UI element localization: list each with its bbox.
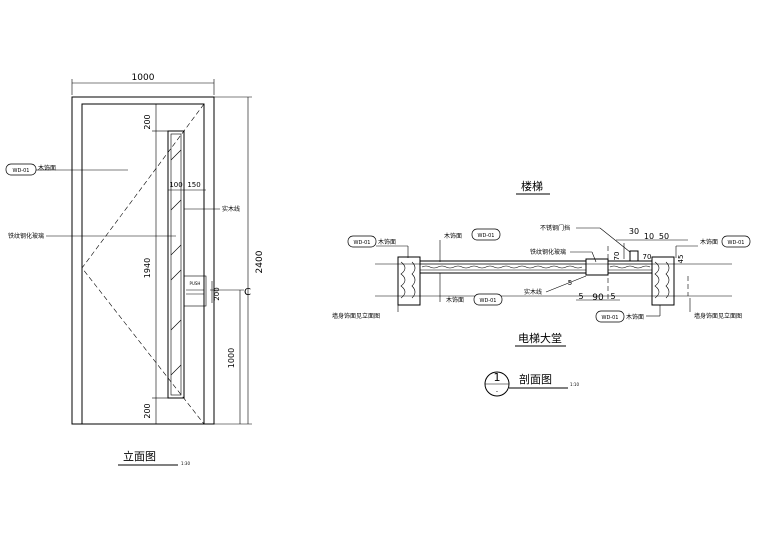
push-text: PUSH (190, 281, 201, 286)
dim-5b: 5 (578, 292, 583, 301)
dim-height: 2400 (255, 250, 265, 273)
dim-5c: 5 (610, 292, 615, 301)
door-leaf (81, 103, 205, 425)
label-wall-right: 墙身饰面见立面图 (694, 312, 742, 320)
glass-strip (167, 130, 185, 399)
section-title: 剖面图 (519, 372, 552, 386)
swing-indicator (81, 103, 205, 425)
tag-wd01-under: WD-01 (473, 293, 503, 306)
detail-bubble: 1 - (484, 371, 510, 397)
dim-70a: 70 (613, 252, 621, 261)
handle-mark: C (244, 287, 251, 298)
dim-w150: 150 (187, 181, 200, 189)
tag-wd01-elev: WD-01 (5, 163, 37, 176)
svg-text:WD-01: WD-01 (354, 240, 371, 246)
label-wood-door: 木饰面 (444, 232, 462, 240)
label-solid-section: 实木线 (524, 288, 542, 296)
label-steel-stop: 不锈钢门挡 (540, 224, 570, 232)
label-stairs: 楼梯 (521, 179, 543, 193)
label-solid: 实木线 (222, 205, 240, 213)
dim-10: 10 (644, 232, 654, 241)
elevation-title: 立面图 (123, 449, 156, 463)
dim-width: 1000 (132, 73, 155, 83)
glass-strip-inner (170, 133, 182, 396)
label-panel: 木饰面 (38, 164, 56, 172)
dim-top: 200 (143, 114, 152, 129)
door-leaf-right (607, 260, 653, 274)
tag-wd01-left: WD-01 (347, 235, 377, 248)
tag-wd01-bottom: WD-01 (595, 310, 625, 323)
elevation-scale: 1:30 (181, 461, 190, 466)
door-section: 楼梯 电梯大堂 30 10 50 70 70 45 5 5 90 5 WD-01… (332, 179, 751, 397)
dim-30: 30 (629, 227, 639, 236)
dim-90: 90 (592, 293, 604, 303)
label-lobby: 电梯大堂 (518, 331, 562, 345)
dim-50: 50 (659, 232, 669, 241)
tag-wd01-right: WD-01 (721, 235, 751, 248)
svg-text:WD-01: WD-01 (728, 240, 745, 246)
jamb-right (651, 256, 675, 306)
dim-handle-h: 200 (213, 287, 221, 300)
label-glass-section: 铁纹钢化玻璃 (530, 248, 566, 256)
glass-section (585, 258, 609, 276)
door-elevation: PUSH 1000 2400 1000 C 200 200 1940 200 1… (5, 73, 265, 466)
door-core (421, 265, 583, 269)
dim-5a: 5 (568, 279, 572, 287)
dim-w100: 100 (169, 181, 182, 189)
section-scale: 1:10 (570, 382, 579, 387)
jamb-left (397, 256, 421, 306)
push-plate (183, 275, 207, 307)
jamb-left-grain (400, 261, 406, 299)
jamb-right-grain (654, 261, 660, 299)
label-wood-bottom: 木饰面 (626, 313, 644, 321)
detail-number: 1 (494, 371, 501, 384)
dim-bot: 200 (143, 403, 152, 418)
svg-text:WD-01: WD-01 (478, 233, 495, 239)
tag-wd01-door: WD-01 (471, 228, 501, 241)
label-wood-right: 木饰面 (700, 238, 718, 246)
label-wood-left: 木饰面 (378, 238, 396, 246)
svg-text:WD-01: WD-01 (602, 315, 619, 321)
dim-mid: 1940 (143, 258, 152, 278)
svg-text:WD-01: WD-01 (480, 298, 497, 304)
dim-70b: 70 (643, 253, 652, 261)
dim-45: 45 (677, 255, 685, 264)
label-wood-under: 木饰面 (446, 296, 464, 304)
steel-stop (629, 250, 639, 262)
label-wall-left: 墙身饰面见立面图 (332, 312, 380, 320)
svg-text:WD-01: WD-01 (13, 168, 30, 174)
glass-hatch (170, 149, 182, 376)
label-glass: 铁纹钢化玻璃 (8, 232, 44, 240)
dim-handle: 1000 (227, 348, 236, 368)
detail-sub: - (496, 388, 498, 395)
door-leaf-section (419, 260, 587, 274)
